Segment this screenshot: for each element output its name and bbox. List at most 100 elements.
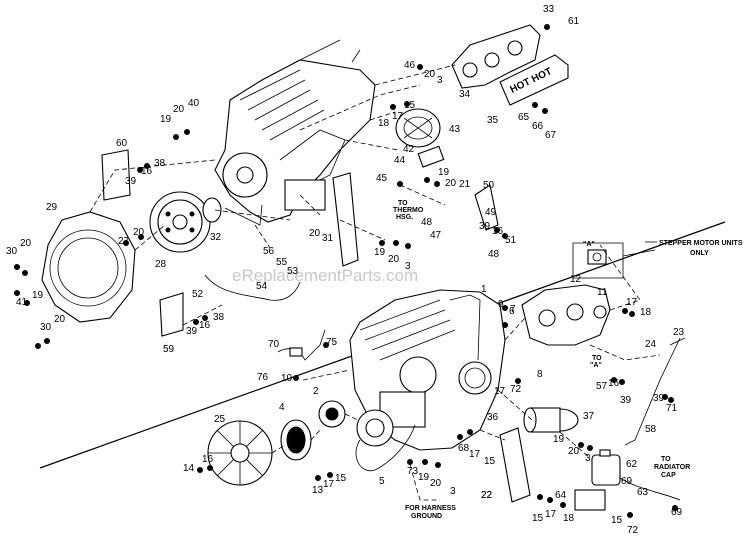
callout: 15 [404, 100, 416, 111]
callout: 42 [403, 144, 415, 155]
callout: 19 [553, 434, 565, 445]
water-pump-pulley [318, 400, 346, 428]
starter-motor [523, 407, 579, 433]
callout: 35 [487, 115, 499, 126]
callout: 16 [492, 226, 504, 237]
bracket-59 [159, 292, 184, 337]
alternator-upper [395, 108, 445, 168]
svg-text:CAP: CAP [661, 472, 676, 479]
note-stepper: STEPPER MOTOR UNITS ONLY [645, 240, 743, 257]
callout: 15 [335, 473, 347, 484]
callout: 3 [450, 486, 456, 497]
callout: 43 [449, 124, 461, 135]
callout: 75 [326, 337, 338, 348]
callout: 17 [323, 479, 335, 490]
callout: 22 [481, 490, 493, 501]
upper-fasteners [14, 24, 550, 349]
watermark: eReplacementParts.com [232, 266, 418, 285]
dipstick-tube [624, 337, 681, 446]
callout: 9 [498, 299, 504, 310]
callout: 19 [418, 472, 430, 483]
svg-text:FOR HARNESS: FOR HARNESS [405, 505, 456, 512]
callout: 48 [488, 249, 500, 260]
note-harness: FOR HARNESS GROUND [405, 505, 456, 520]
callout: 20 [388, 254, 400, 265]
bottle-bracket [574, 489, 606, 511]
callout: 58 [645, 424, 657, 435]
callout: 51 [505, 235, 517, 246]
svg-text:HSG.: HSG. [396, 214, 413, 221]
flywheel [149, 191, 222, 253]
bell-housing [41, 211, 136, 323]
callout: 38 [154, 158, 166, 169]
svg-text:RADIATOR: RADIATOR [654, 464, 690, 471]
note-radiator: TO RADIATOR CAP [654, 456, 690, 479]
callout: 17 [494, 386, 506, 397]
callout: 44 [394, 155, 406, 166]
callout: 4 [279, 402, 285, 413]
callout: 5 [379, 476, 385, 487]
callout: 60 [116, 138, 128, 149]
callout: 20 [20, 238, 32, 249]
callout: 20 [133, 227, 145, 238]
callout: 15 [484, 456, 496, 467]
callout: 20 [424, 69, 436, 80]
callout: 30 [6, 246, 18, 257]
callout: 20 [430, 478, 442, 489]
callout: 76 [257, 372, 269, 383]
callout: 14 [183, 463, 195, 474]
callout: 61 [568, 16, 580, 27]
callout: 8 [537, 369, 543, 380]
callout: 22 [481, 490, 493, 501]
callout: 38 [213, 312, 225, 323]
fan [207, 420, 273, 486]
callout: 2 [313, 386, 319, 397]
callout: 37 [583, 411, 595, 422]
callout: 21 [459, 179, 471, 190]
svg-text:THERMO: THERMO [393, 207, 424, 214]
callout: 39 [186, 326, 198, 337]
callout: 50 [483, 180, 495, 191]
callout: 3 [405, 261, 411, 272]
callout: 70 [268, 339, 280, 350]
callout: 39 [653, 393, 665, 404]
callout: 28 [155, 259, 167, 270]
callout: 30 [40, 322, 52, 333]
svg-text:ONLY: ONLY [690, 250, 709, 257]
callout: 69 [671, 507, 683, 518]
svg-text:TO: TO [398, 200, 408, 207]
callout: 18 [378, 118, 390, 129]
callout: 20 [568, 446, 580, 457]
callout: 18 [563, 513, 575, 524]
upper-engine [214, 39, 376, 226]
svg-text:"A": "A" [590, 362, 602, 369]
callout: 40 [188, 98, 200, 109]
overflow-hose [619, 477, 681, 501]
callout: 33 [543, 4, 555, 15]
callout: 39 [620, 395, 632, 406]
callout: 7 [510, 304, 516, 315]
note-thermo: TO THERMO HSG. [393, 200, 424, 221]
upper-leaders [89, 64, 456, 326]
callout: 15 [532, 513, 544, 524]
callout: 46 [404, 60, 416, 71]
callout: 69 [621, 476, 633, 487]
callout: 72 [627, 525, 639, 536]
callout: 59 [163, 344, 175, 355]
callout: 3 [585, 453, 591, 464]
callout: 55 [276, 257, 288, 268]
callout: 31 [322, 233, 334, 244]
callout: 73 [407, 466, 419, 477]
callout: 17 [626, 297, 638, 308]
callout: 3 [437, 75, 443, 86]
lower-fasteners [197, 305, 678, 518]
callout: 68 [458, 443, 470, 454]
callout: 19 [160, 114, 172, 125]
callout: 27 [118, 236, 130, 247]
callout: 15 [611, 515, 623, 526]
callout: 29 [46, 202, 58, 213]
callout: 19 [438, 167, 450, 178]
coolant-overflow-bottle [591, 449, 621, 486]
callout: 54 [256, 281, 268, 292]
